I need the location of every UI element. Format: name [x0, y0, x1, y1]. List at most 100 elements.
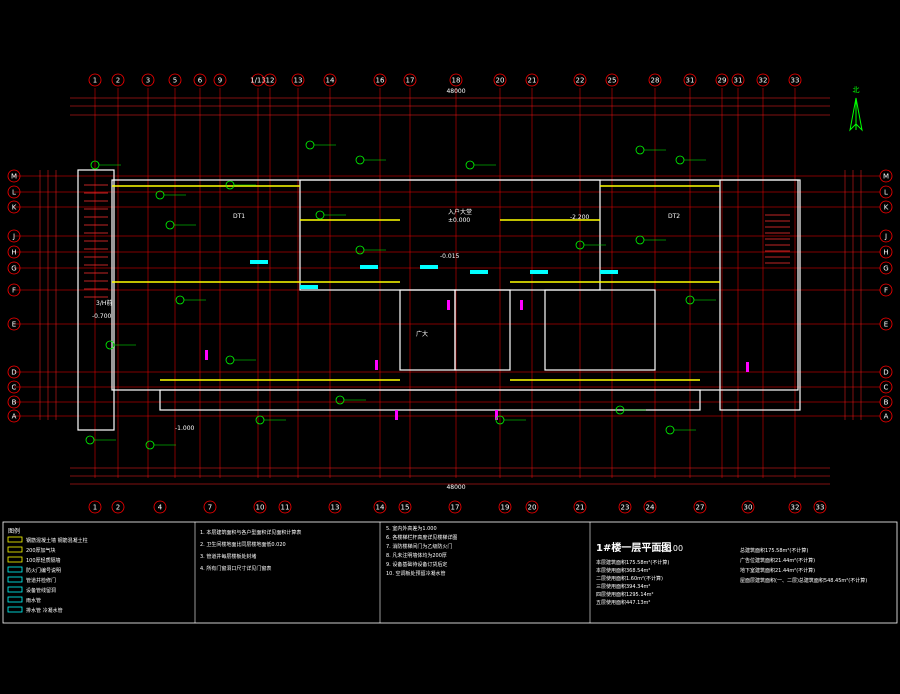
notes-table: 图例 钢筋混凝土墙 钢筋混凝土柱200厚加气块100厚轻质隔墙防火门编号说明管道…	[2, 521, 898, 624]
axis-bubble-label: 4	[158, 504, 163, 512]
axis-bubble-circle	[153, 500, 167, 514]
legend-item: 200厚加气块	[26, 547, 56, 554]
axis-bubble-circle	[7, 409, 21, 423]
axis-bubble-circle	[7, 395, 21, 409]
axis-bubble-top: 12	[263, 73, 277, 87]
axis-bubble-label: 21	[576, 504, 585, 512]
window-mark	[375, 360, 378, 370]
legend-swatch	[7, 606, 23, 613]
axis-bubble-circle	[605, 73, 619, 87]
area-stat: 本层使用面积368.54m²	[596, 567, 650, 574]
axis-bubble-label: H	[883, 249, 888, 257]
axis-bubble-left: H	[7, 245, 21, 259]
room-wall	[544, 289, 656, 371]
axis-bubble-top: 9	[213, 73, 227, 87]
axis-bubble-top: 29	[715, 73, 729, 87]
axis-bubble-circle	[373, 73, 387, 87]
axis-bubble-circle	[879, 169, 893, 183]
axis-bubble-label: 2	[116, 77, 120, 85]
axis-bubble-left: A	[7, 409, 21, 423]
axis-bubble-top: 16	[373, 73, 387, 87]
axis-bubble-right: K	[879, 200, 893, 214]
total-dimension-top: 48000	[446, 88, 465, 95]
legend-swatch	[7, 536, 23, 543]
wall-outlines	[77, 169, 801, 431]
axis-bubble-label: 33	[816, 504, 825, 512]
axis-bubble-label: 12	[266, 77, 275, 85]
area-stat-right: 地下室建筑面积21.44m²(不计算)	[740, 567, 815, 574]
axis-bubble-label: 20	[496, 77, 505, 85]
axis-bubble-top: 3	[141, 73, 155, 87]
legend-swatch	[7, 556, 23, 563]
room-wall	[454, 289, 511, 371]
axis-bubble-top: 28	[648, 73, 662, 87]
area-stat: 五层使用面积447.13m²	[596, 599, 650, 606]
axis-bubble-right: L	[879, 185, 893, 199]
axis-bubble-circle	[7, 365, 21, 379]
room-label: 3/H前	[96, 299, 112, 307]
axis-bubble-circle	[879, 365, 893, 379]
axis-bubble-label: L	[884, 189, 888, 197]
axis-bubble-circle	[813, 500, 827, 514]
axis-bubble-circle	[498, 500, 512, 514]
legend-item: 防火门编号说明	[26, 567, 61, 574]
axis-bubble-right: M	[879, 169, 893, 183]
area-stat-right: 广告位建筑面积21.44m²(不计算)	[740, 557, 815, 564]
axis-bubble-bottom: 2	[111, 500, 125, 514]
axis-bubble-circle	[7, 261, 21, 275]
axis-bubble-label: G	[883, 265, 888, 273]
axis-bubble-right: E	[879, 317, 893, 331]
north-arrow: 北	[849, 86, 863, 132]
axis-bubble-label: B	[12, 399, 17, 407]
area-stat: 本层建筑面积175.58m²(不计算)	[596, 559, 669, 566]
axis-bubble-label: M	[883, 173, 889, 181]
axis-bubble-label: 14	[326, 77, 335, 85]
equipment-mark	[420, 265, 438, 269]
axis-bubble-circle	[88, 500, 102, 514]
axis-bubble-label: 23	[621, 504, 630, 512]
axis-bubble-left: L	[7, 185, 21, 199]
axis-bubble-circle	[253, 500, 267, 514]
axis-bubble-label: 24	[646, 504, 655, 512]
axis-bubble-label: B	[884, 399, 889, 407]
note-line: 9. 设备基础待设备订货后定	[386, 561, 447, 568]
axis-bubble-label: H	[11, 249, 16, 257]
axis-bubble-top: 31	[731, 73, 745, 87]
axis-bubble-label: 31	[734, 77, 743, 85]
axis-bubble-left: K	[7, 200, 21, 214]
axis-bubble-left: D	[7, 365, 21, 379]
axis-bubble-circle	[111, 73, 125, 87]
axis-bubble-bottom: 32	[788, 500, 802, 514]
axis-bubble-top: 31	[683, 73, 697, 87]
axis-bubble-circle	[879, 317, 893, 331]
axis-bubble-label: C	[12, 384, 17, 392]
axis-bubble-circle	[618, 500, 632, 514]
axis-bubble-label: 25	[608, 77, 617, 85]
drawing-scale: 1:100	[660, 544, 683, 553]
axis-bubble-circle	[7, 229, 21, 243]
equipment-mark	[600, 270, 618, 274]
axis-bubble-circle	[88, 73, 102, 87]
dimension-lines	[39, 97, 862, 485]
axis-bubble-label: 2	[116, 504, 120, 512]
axis-bubble-bottom: 13	[328, 500, 342, 514]
window-mark	[746, 362, 749, 372]
axis-bubble-label: 32	[791, 504, 800, 512]
equipment-mark	[360, 265, 378, 269]
legend-title: 图例	[8, 527, 20, 535]
axis-bubble-bottom: 33	[813, 500, 827, 514]
area-stat-right: 屋面层建筑面积(一、二层)总建筑面积548.45m²(不计算)	[740, 577, 867, 584]
axis-bubble-bottom: 10	[253, 500, 267, 514]
axis-bubble-top: 20	[493, 73, 507, 87]
axis-bubble-label: J	[884, 233, 887, 241]
axis-bubble-label: 11	[281, 504, 290, 512]
axis-bubble-left: B	[7, 395, 21, 409]
axis-bubble-label: 1	[93, 77, 97, 85]
axis-bubble-circle	[213, 73, 227, 87]
axis-bubble-circle	[141, 73, 155, 87]
axis-bubble-top: 21	[525, 73, 539, 87]
stair-left-wall	[77, 169, 115, 431]
axis-bubble-left: C	[7, 380, 21, 394]
area-stat: 二层使用面积1.60m²(不计算)	[596, 575, 663, 582]
